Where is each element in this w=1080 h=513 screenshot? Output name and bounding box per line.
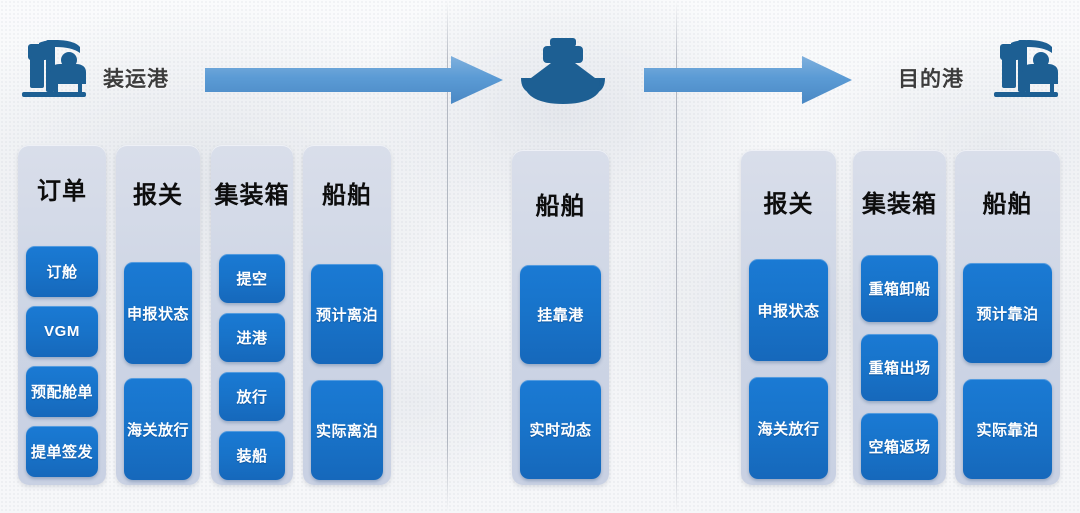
chip-订舱[interactable]: 订舱 — [26, 246, 98, 297]
chip-提空[interactable]: 提空 — [219, 254, 285, 303]
chip-list: 预计靠泊实际靠泊 — [955, 219, 1060, 485]
column-集装箱: 集装箱重箱卸船重箱出场空箱返场 — [853, 150, 946, 485]
chip-预配舱单[interactable]: 预配舱单 — [26, 366, 98, 417]
ship-front-icon — [521, 38, 605, 104]
chip-空箱返场[interactable]: 空箱返场 — [861, 413, 938, 480]
column-title: 订单 — [37, 178, 87, 205]
chip-实时动态[interactable]: 实时动态 — [520, 380, 601, 479]
port-crane-icon-destination — [988, 34, 1064, 104]
column-title: 船舶 — [535, 193, 586, 220]
column-title: 集装箱 — [214, 182, 290, 209]
chip-list: 申报状态海关放行 — [116, 210, 200, 485]
chip-list: 重箱卸船重箱出场空箱返场 — [853, 219, 946, 485]
column-报关: 报关申报状态海关放行 — [741, 150, 836, 485]
chip-挂靠港[interactable]: 挂靠港 — [520, 265, 601, 364]
column-船舶: 船舶挂靠港实时动态 — [512, 150, 609, 485]
chip-list: 预计离泊实际离泊 — [303, 210, 391, 485]
column-集装箱: 集装箱提空进港放行装船 — [211, 145, 293, 485]
port-crane-icon — [16, 34, 92, 104]
arrow-right-icon-2 — [644, 55, 854, 105]
chip-装船[interactable]: 装船 — [219, 431, 285, 480]
chip-VGM[interactable]: VGM — [26, 306, 98, 357]
chip-实际离泊[interactable]: 实际离泊 — [311, 380, 383, 480]
chip-申报状态[interactable]: 申报状态 — [749, 259, 828, 361]
destination-port-label: 目的港 — [898, 68, 964, 91]
chip-list: 提空进港放行装船 — [211, 210, 293, 485]
chip-list: 订舱 VGM 预配舱单提单签发 — [18, 206, 106, 485]
section-divider-2 — [676, 0, 677, 513]
column-title: 集装箱 — [862, 191, 937, 218]
column-title: 船舶 — [322, 182, 372, 209]
chip-list: 挂靠港实时动态 — [512, 221, 609, 485]
chip-预计靠泊[interactable]: 预计靠泊 — [963, 263, 1052, 363]
column-船舶: 船舶预计靠泊实际靠泊 — [955, 150, 1060, 485]
chip-重箱卸船[interactable]: 重箱卸船 — [861, 255, 938, 322]
chip-海关放行[interactable]: 海关放行 — [749, 377, 828, 479]
column-报关: 报关申报状态海关放行 — [116, 145, 200, 485]
chip-提单签发[interactable]: 提单签发 — [26, 426, 98, 477]
chip-海关放行[interactable]: 海关放行 — [124, 378, 192, 480]
chip-重箱出场[interactable]: 重箱出场 — [861, 334, 938, 401]
column-title: 船舶 — [982, 191, 1033, 218]
chip-申报状态[interactable]: 申报状态 — [124, 262, 192, 364]
column-title: 报关 — [133, 182, 183, 209]
section-divider-1 — [447, 0, 448, 513]
chip-进港[interactable]: 进港 — [219, 313, 285, 362]
column-订单: 订单订舱 VGM 预配舱单提单签发 — [18, 145, 106, 485]
origin-port-label: 装运港 — [103, 68, 169, 91]
chip-list: 申报状态海关放行 — [741, 219, 836, 485]
chip-预计离泊[interactable]: 预计离泊 — [311, 264, 383, 364]
arrow-right-icon-1 — [205, 55, 505, 105]
column-船舶: 船舶预计离泊实际离泊 — [303, 145, 391, 485]
column-title: 报关 — [763, 191, 814, 218]
chip-放行[interactable]: 放行 — [219, 372, 285, 421]
chip-实际靠泊[interactable]: 实际靠泊 — [963, 379, 1052, 479]
